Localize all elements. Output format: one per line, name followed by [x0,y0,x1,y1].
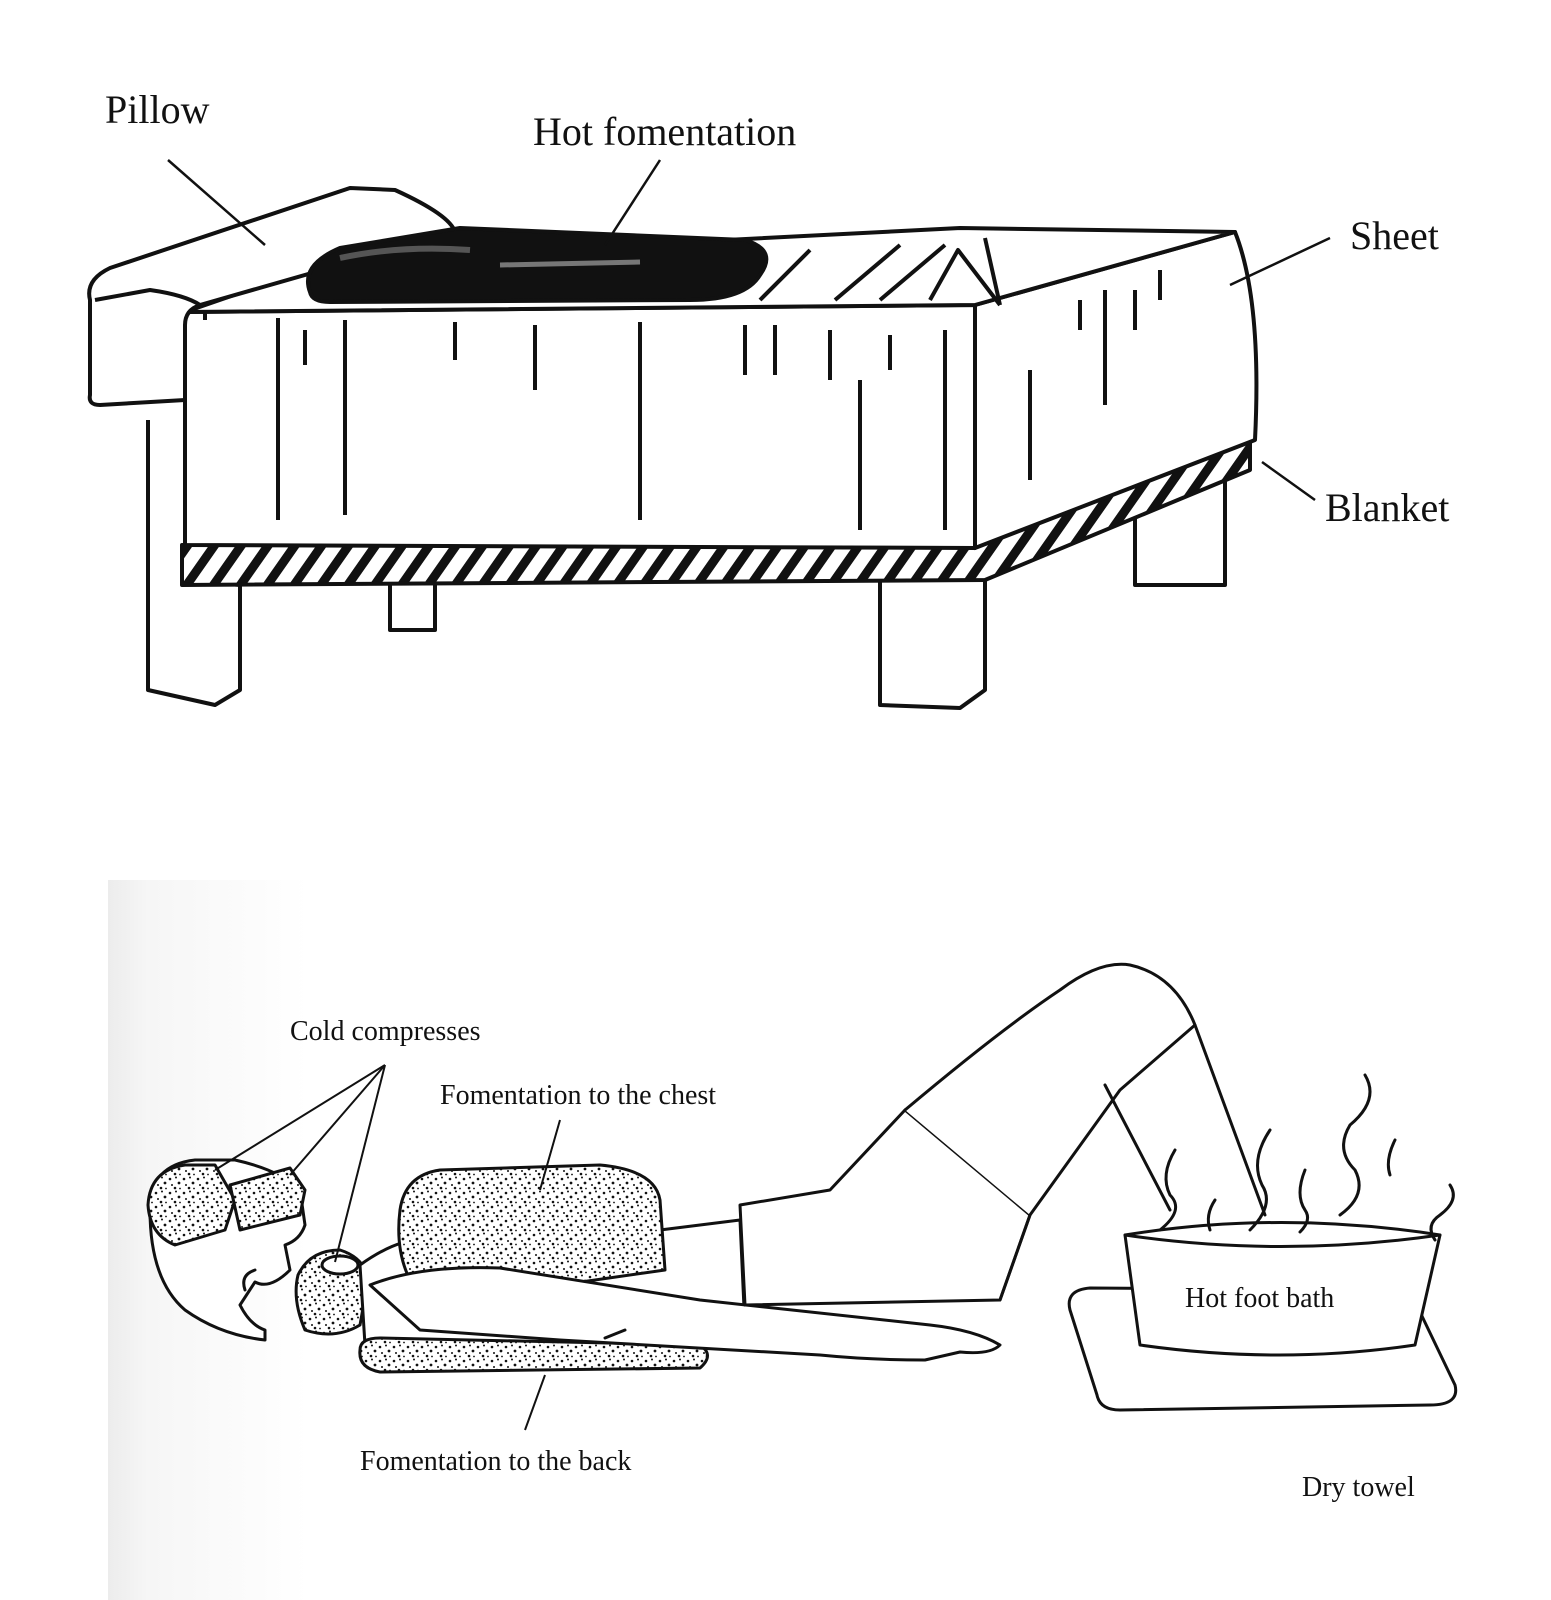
label-hot-fomentation: Hot fomentation [533,109,797,154]
patient-thigh [903,962,1197,1217]
top-leader-lines [167,159,1331,502]
foot-bath-basin [1123,1221,1442,1357]
leader-back [524,1374,546,1431]
leader-chest [539,1119,561,1191]
bottom-leader-lines [214,1064,561,1431]
label-blanket: Blanket [1325,485,1450,530]
patient-arm [368,1266,1002,1362]
label-pillow: Pillow [105,87,210,132]
leader-cold-compress-1 [214,1064,386,1171]
leader-pillow [167,159,266,246]
leader-hot-fomentation [603,159,662,246]
cold-compress-eyes [228,1166,307,1232]
label-sheet: Sheet [1350,213,1439,258]
label-fomentation-chest: Fomentation to the chest [440,1080,717,1111]
table-leg-back-middle [388,580,437,632]
steam-5 [1386,1138,1397,1177]
steam-1 [1158,1148,1178,1232]
steam-4 [1338,1073,1372,1217]
table-drawing [87,186,1259,710]
steam-6 [1429,1183,1455,1242]
leader-cold-compress-2 [289,1064,386,1176]
leader-cold-compress-3 [334,1064,386,1263]
leader-blanket [1261,460,1316,502]
label-fomentation-back: Fomentation to the back [360,1446,632,1477]
label-dry-towel: Dry towel [1302,1472,1415,1503]
back-fomentation-pad [358,1336,709,1374]
steam-2 [1248,1128,1272,1232]
cold-compress-head [146,1163,237,1247]
table-leg-front-right [878,580,987,710]
steam-7 [1206,1198,1217,1232]
sheet-side-face [973,230,1259,550]
label-hot-foot-bath: Hot foot bath [1185,1283,1335,1314]
steam-3 [1298,1168,1310,1234]
leader-sheet [1229,236,1331,287]
label-cold-compresses: Cold compresses [290,1016,481,1047]
